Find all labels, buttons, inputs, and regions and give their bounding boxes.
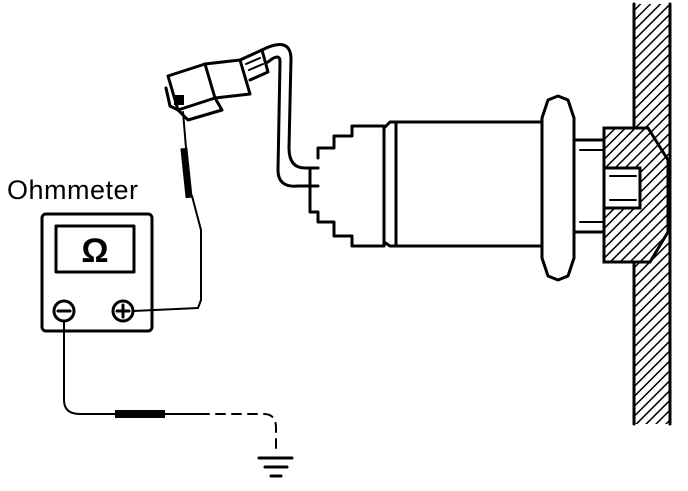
ohmmeter: Ω — [40, 212, 154, 333]
ohm-symbol: Ω — [81, 232, 108, 270]
negative-test-lead — [63, 320, 277, 449]
engine-block-section — [602, 2, 672, 426]
ground-symbol-icon — [257, 456, 294, 478]
ohmmeter-label: Ohmmeter — [7, 175, 139, 205]
negative-terminal-icon — [52, 299, 76, 323]
sender-unit — [308, 94, 608, 282]
sender-wire-harness — [260, 43, 320, 188]
positive-terminal-icon — [111, 299, 135, 323]
positive-test-lead — [132, 111, 202, 312]
connector-plug — [164, 48, 270, 122]
